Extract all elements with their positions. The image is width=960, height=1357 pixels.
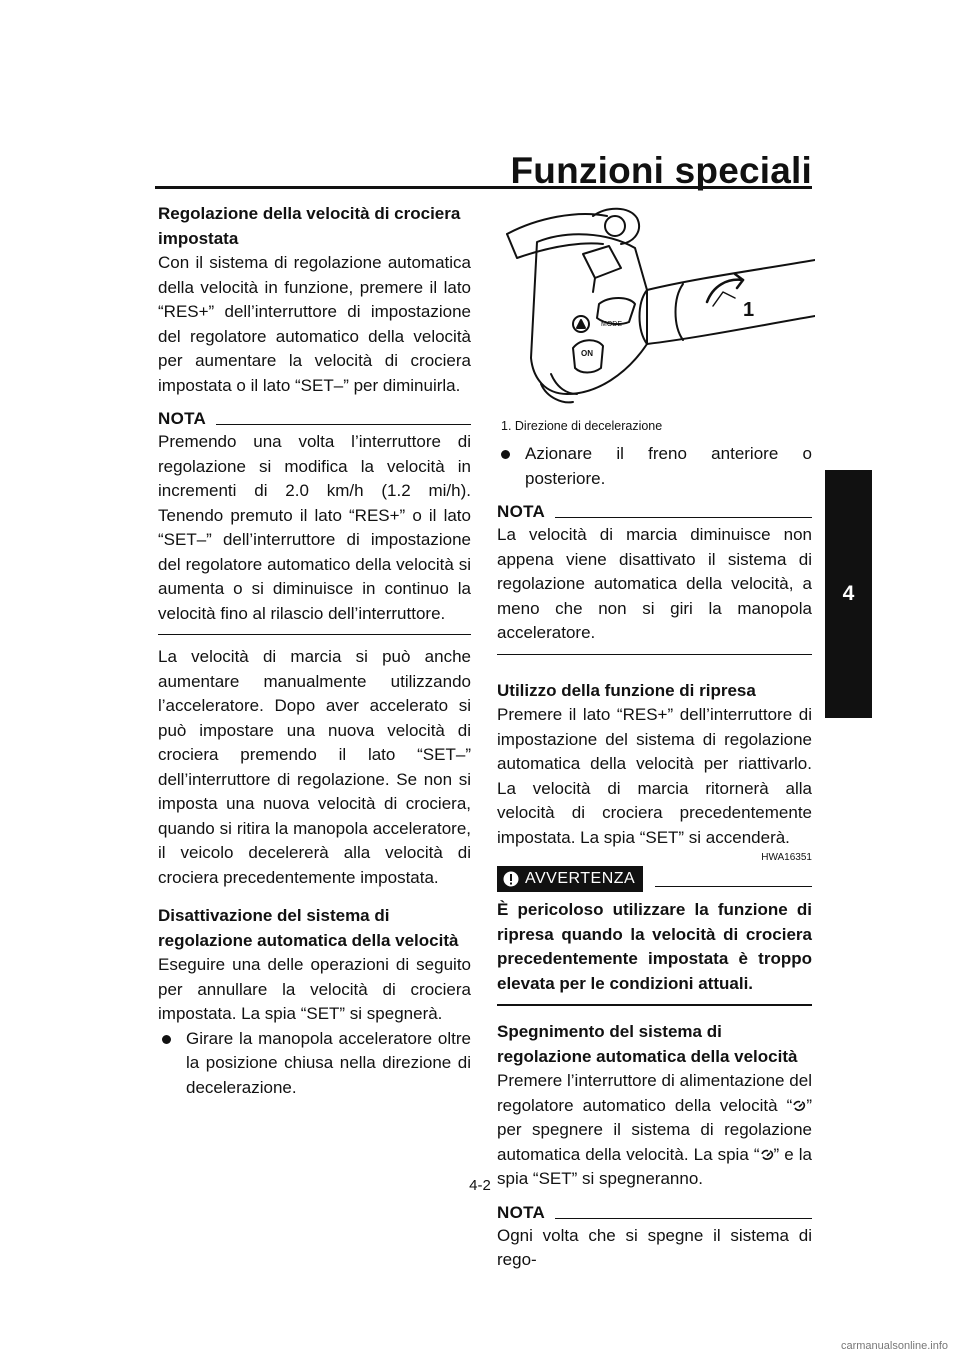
- list-item-text: Girare la manopola acceleratore oltre la…: [186, 1028, 471, 1097]
- note-rule: [555, 1217, 812, 1219]
- bullet-icon: [497, 442, 525, 467]
- note-end-rule: [497, 653, 812, 655]
- text-fragment: ” per spegnere il sistema di regolazione…: [497, 1095, 812, 1164]
- chapter-tab[interactable]: 4: [825, 470, 872, 718]
- warning-badge: AVVERTENZA: [497, 866, 644, 892]
- figure-callout: 1: [743, 299, 754, 321]
- note-header: NOTA: [158, 408, 471, 430]
- note-text: Premendo una volta l’interruttore di reg…: [158, 432, 471, 623]
- warning-icon: [503, 871, 519, 887]
- on-label: ON: [581, 349, 593, 358]
- section-heading-power-off: Spegnimento del sistema di regolazione a…: [497, 1022, 798, 1066]
- figure-caption: 1. Direzione di decelerazione: [501, 419, 663, 433]
- right-column: 1. Direzione di decelerazione Azionare i…: [497, 418, 812, 1273]
- section-heading-set-speed: Regolazione della velocità di crociera i…: [158, 204, 461, 248]
- page-title: Funzioni speciali: [510, 150, 812, 191]
- paragraph-set-speed: Con il sistema di regolazione automatica…: [158, 253, 471, 395]
- title-rule: [155, 186, 812, 189]
- note-rule: [216, 424, 471, 425]
- left-column: Regolazione della velocità di crociera i…: [158, 202, 471, 1100]
- warning-text: È pericoloso utilizzare la funzione di r…: [497, 900, 812, 993]
- list-item: Azionare il freno anteriore o posteriore…: [497, 442, 812, 491]
- list-item-text: Azionare il freno anteriore o posteriore…: [525, 444, 812, 488]
- section-heading-deactivation: Disattivazione del sistema di regolazion…: [158, 906, 459, 950]
- paragraph-deactivation: Eseguire una delle operazioni di seguito…: [158, 955, 471, 1023]
- warning-label: AVVERTENZA: [525, 870, 636, 887]
- page-number: 4-2: [469, 1177, 491, 1194]
- note-end-rule: [158, 634, 471, 635]
- bullet-icon: [158, 1027, 186, 1052]
- list-item: Girare la manopola acceleratore oltre la…: [158, 1027, 471, 1101]
- note-rule: [555, 517, 812, 518]
- watermark[interactable]: carmanualsonline.info: [840, 1340, 948, 1352]
- warning-header: AVVERTENZA: [497, 866, 812, 892]
- paragraph-power-off: Premere l’interruttore di alimentazione …: [497, 1069, 812, 1192]
- text-fragment: Premere l’interruttore di alimentazione …: [497, 1071, 812, 1115]
- mode-label: MODE: [601, 321, 622, 328]
- warning-code: HWA16351: [761, 852, 812, 863]
- paragraph-resume: Premere il lato “RES+” dell’interruttore…: [497, 705, 812, 847]
- cruise-control-icon: [760, 1149, 773, 1160]
- note-label: NOTA: [158, 409, 207, 428]
- cruise-control-icon: [793, 1100, 806, 1111]
- handlebar-switch-illustration: MODE ON 1: [506, 207, 815, 404]
- paragraph-manual-speed: La velocità di marcia si può anche aumen…: [158, 647, 471, 887]
- note-text: La velocità di marcia diminuisce non app…: [497, 525, 812, 642]
- warning-rule: [655, 885, 812, 887]
- note-header: NOTA: [497, 501, 812, 523]
- note-header: NOTA: [497, 1202, 812, 1224]
- note-text: Ogni volta che si spegne il sistema di r…: [497, 1225, 812, 1270]
- section-heading-resume: Utilizzo della funzione di ripresa: [497, 680, 756, 700]
- note-label: NOTA: [497, 1202, 546, 1222]
- text-fragment: ” e la spia “SET” si spegneranno.: [497, 1144, 813, 1189]
- warning-end-rule: [497, 1004, 812, 1006]
- note-label: NOTA: [497, 502, 546, 521]
